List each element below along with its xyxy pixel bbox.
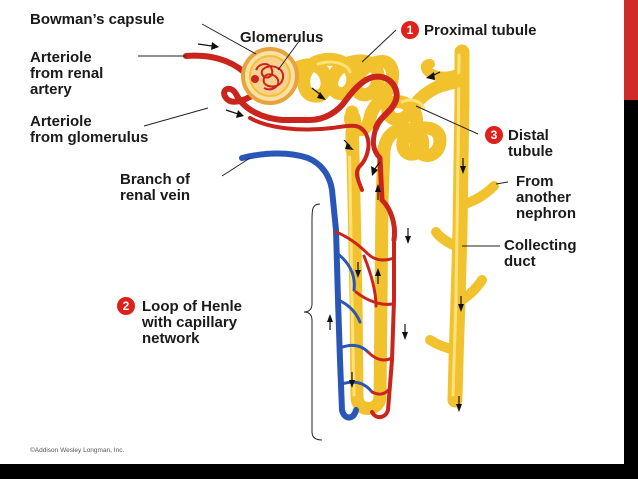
label-distal-line2: tubule xyxy=(508,143,553,160)
label-collecting-line2: duct xyxy=(504,253,536,270)
marker-distal-number: 3 xyxy=(491,128,498,142)
leader-lines xyxy=(138,23,509,441)
nephron-diagram: 1 3 2 Bowman’s capsule Glomerulus Proxim… xyxy=(30,11,577,454)
label-henle-line1: Loop of Henle xyxy=(142,298,242,315)
label-arteriole-renal-line1: Arteriole xyxy=(30,49,92,66)
flow-arrows xyxy=(197,42,466,412)
marker-proximal: 1 xyxy=(401,21,419,39)
slide-canvas: 1 3 2 Bowman’s capsule Glomerulus Proxim… xyxy=(30,11,577,454)
label-proximal-tubule: Proximal tubule xyxy=(424,22,537,39)
collecting-duct xyxy=(420,44,499,408)
label-bowmans-capsule: Bowman’s capsule xyxy=(30,11,165,28)
marker-distal: 3 xyxy=(485,126,503,144)
loop-of-henle xyxy=(345,105,391,415)
marker-proximal-badge xyxy=(401,21,419,39)
marker-henle-number: 2 xyxy=(123,299,130,313)
label-from-nephron-line2: another xyxy=(516,189,571,206)
label-branch-vein-line1: Branch of xyxy=(120,171,191,188)
label-henle-line2: with capillary xyxy=(141,314,238,331)
label-arteriole-glomerulus-line1: Arteriole xyxy=(30,113,92,130)
label-arteriole-glomerulus-line2: from glomerulus xyxy=(30,129,148,146)
label-arteriole-renal-line2: from renal xyxy=(30,65,103,82)
slide-bottom-band xyxy=(0,464,638,479)
marker-distal-badge xyxy=(485,126,503,144)
marker-henle: 2 xyxy=(117,297,135,315)
proximal-tubule xyxy=(279,52,400,157)
distal-tubule xyxy=(377,73,469,162)
label-arteriole-renal-line3: artery xyxy=(30,81,72,98)
slide-side-band xyxy=(624,0,638,479)
label-distal-line1: Distal xyxy=(508,127,549,144)
image-credit: ©Addison Wesley Longman, Inc. xyxy=(30,446,124,454)
label-glomerulus: Glomerulus xyxy=(240,29,323,46)
label-branch-vein-line2: renal vein xyxy=(120,187,190,204)
marker-henle-badge xyxy=(117,297,135,315)
label-from-nephron-line1: From xyxy=(516,173,554,190)
label-henle-line3: network xyxy=(142,330,200,347)
marker-proximal-number: 1 xyxy=(407,23,414,37)
label-collecting-line1: Collecting xyxy=(504,237,577,254)
slide-accent-tab xyxy=(624,0,638,100)
bowmans-capsule xyxy=(241,47,299,105)
label-from-nephron-line3: nephron xyxy=(516,205,576,222)
vasculature xyxy=(183,52,400,421)
